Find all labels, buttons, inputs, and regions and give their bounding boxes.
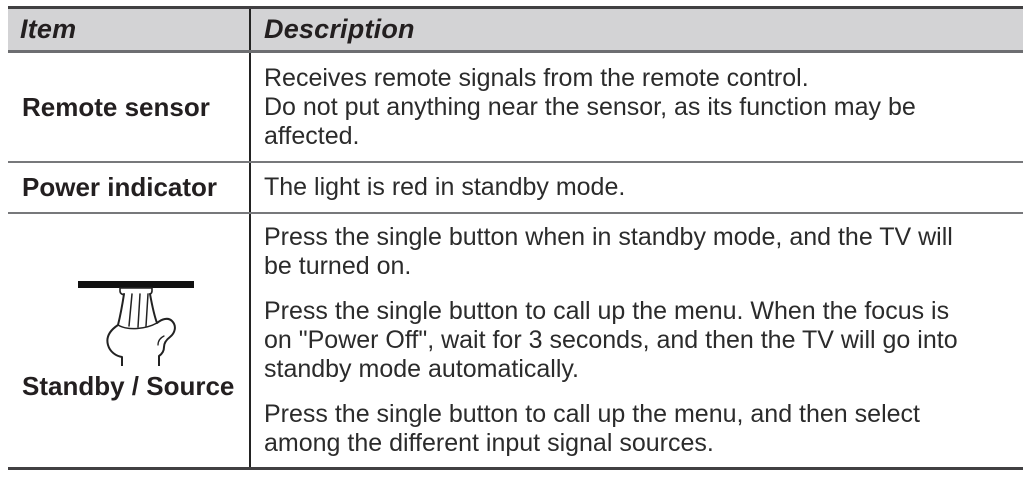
item-label: Power indicator <box>22 172 218 202</box>
table-row-power-indicator: Power indicator The light is red in stan… <box>8 163 1023 214</box>
description-text: The light is red in standby mode. <box>264 173 626 201</box>
table-header-row: Item Description <box>8 9 1023 53</box>
description-text: Receives remote signals from the remote … <box>264 63 916 150</box>
description-cell-power-indicator: The light is red in standby mode. <box>251 163 1023 212</box>
item-cell-power-indicator: Power indicator <box>8 163 251 212</box>
item-header-label: Item <box>20 14 77 44</box>
table-row-remote-sensor: Remote sensor Receives remote signals fr… <box>8 53 1023 163</box>
item-cell-remote-sensor: Remote sensor <box>8 53 251 161</box>
description-paragraph-source-select: Press the single button to call up the m… <box>264 400 920 457</box>
column-header-item: Item <box>8 9 251 50</box>
description-cell-remote-sensor: Receives remote signals from the remote … <box>251 53 1023 161</box>
item-label: Remote sensor <box>22 91 210 122</box>
description-cell-standby-source: Press the single button when in standby … <box>251 214 1023 467</box>
description-header-label: Description <box>264 14 415 44</box>
column-header-description: Description <box>251 9 1023 50</box>
item-label: Standby / Source <box>22 370 235 401</box>
table-row-standby-source: Standby / Source Press the single button… <box>8 214 1023 467</box>
hand-press-button-icon <box>77 280 194 367</box>
controls-description-table: Item Description Remote sensor Receives … <box>8 6 1023 470</box>
description-paragraph-power-off: Press the single button to call up the m… <box>264 297 958 383</box>
item-cell-standby-source: Standby / Source <box>8 214 251 467</box>
description-paragraph-power-on: Press the single button when in standby … <box>264 223 953 280</box>
